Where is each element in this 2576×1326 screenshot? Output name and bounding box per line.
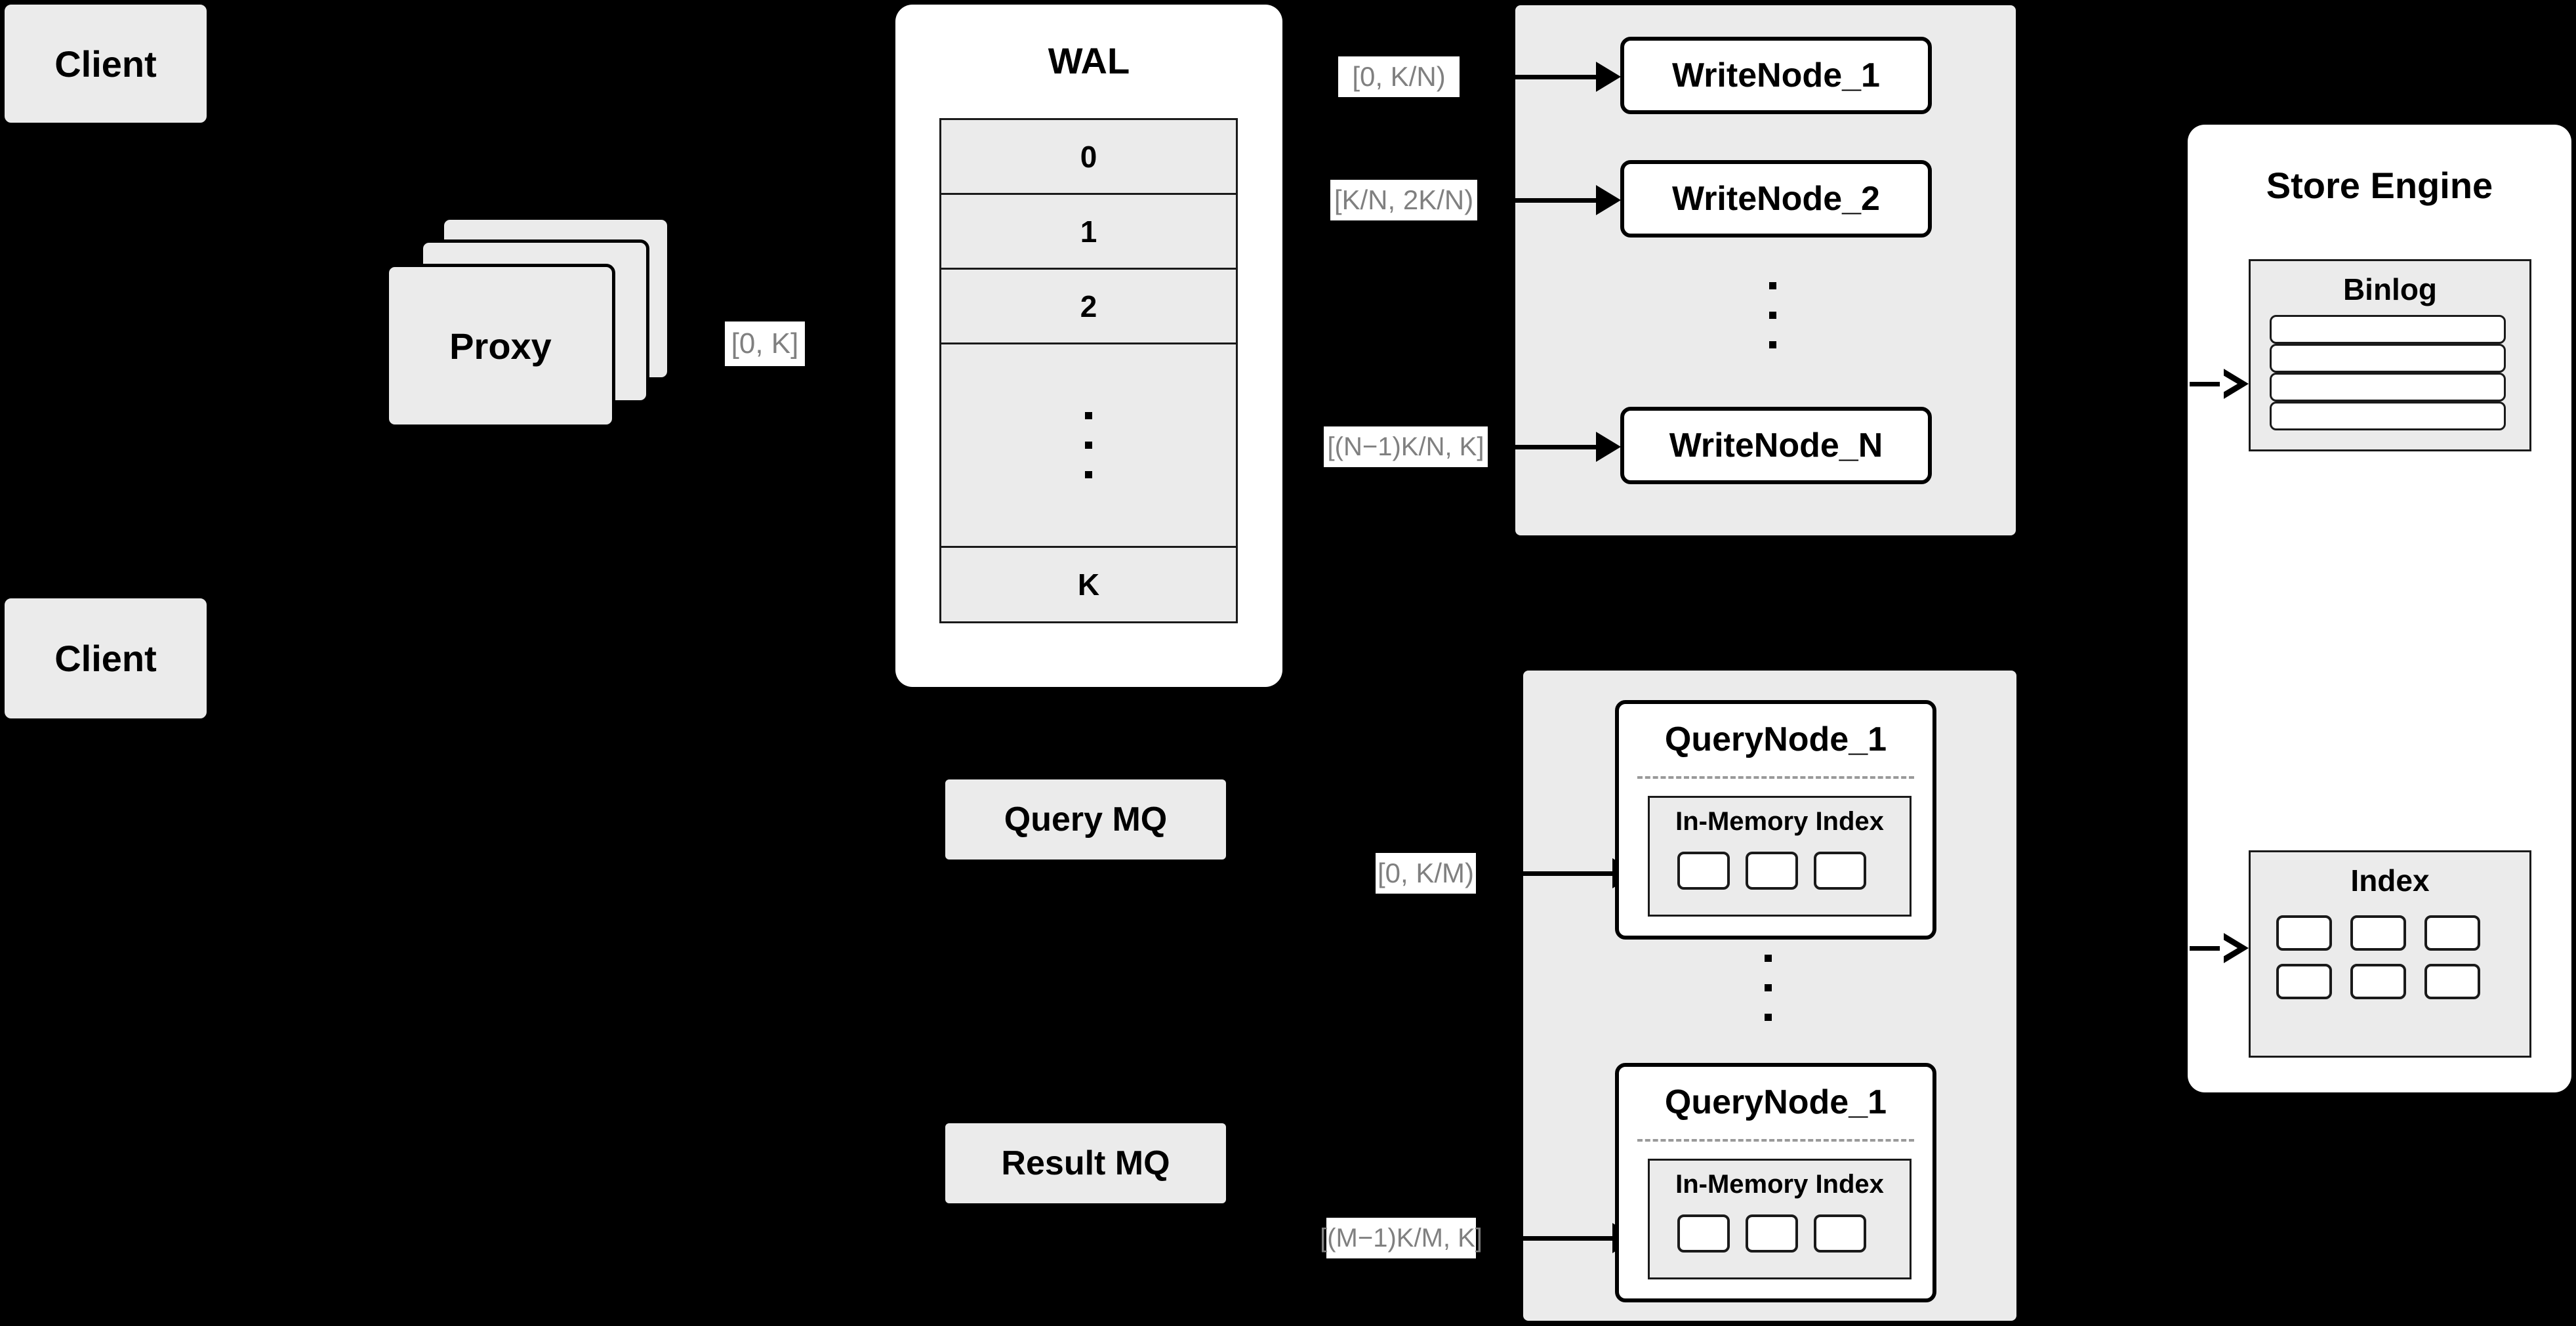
arrow-head-to-writenode-n — [1596, 432, 1621, 462]
store-engine-title: Store Engine — [2188, 164, 2571, 207]
arrow-line-to-writenode-1 — [1468, 75, 1596, 79]
index-cell[interactable] — [2276, 964, 2332, 999]
wal-entry-list: 0 1 2 K — [939, 118, 1238, 623]
query-node-m[interactable]: QueryNode_1 In-Memory Index — [1615, 1063, 1936, 1302]
wal-title-text: WAL — [1048, 40, 1130, 81]
index-cell[interactable] — [2350, 964, 2406, 999]
in-memory-index-segments — [1677, 852, 1866, 890]
result-mq-box[interactable]: Result MQ — [945, 1123, 1226, 1203]
index-segment[interactable] — [1677, 1214, 1730, 1253]
edge-label-text: [K/N, 2K/N) — [1334, 184, 1474, 215]
arrow-line-to-writenode-2 — [1484, 198, 1596, 203]
arrow-line-to-querynode-m — [1481, 1236, 1612, 1241]
binlog-row[interactable] — [2270, 315, 2506, 344]
in-memory-index-panel: In-Memory Index — [1648, 1159, 1912, 1279]
edge-label-wal-to-writenode-n: [(N−1)K/N, K] — [1324, 426, 1488, 467]
wal-row-label: 0 — [1080, 139, 1097, 174]
index-title: Index — [2350, 863, 2430, 898]
proxy-label: Proxy — [449, 325, 552, 367]
wal-row-label: 1 — [1080, 214, 1097, 249]
binlog-row[interactable] — [2270, 344, 2506, 373]
wal-row-label: 2 — [1080, 289, 1097, 323]
in-memory-index-segments — [1677, 1214, 1866, 1253]
index-segment[interactable] — [1746, 1214, 1798, 1253]
write-node-ellipsis — [1769, 282, 1776, 371]
client-box-2[interactable]: Client — [5, 598, 207, 718]
edge-label-text: [0, K] — [731, 327, 799, 360]
arrow-line-to-writenode-n — [1494, 445, 1596, 449]
write-node-label: WriteNode_1 — [1672, 56, 1880, 94]
index-segment[interactable] — [1746, 852, 1798, 890]
in-memory-index-label: In-Memory Index — [1675, 1170, 1884, 1199]
query-mq-box[interactable]: Query MQ — [945, 779, 1226, 860]
wal-row[interactable]: 0 — [941, 120, 1236, 196]
edge-label-mq-to-querynode-1: [0, K/M) — [1376, 853, 1476, 894]
query-node-separator — [1637, 1139, 1914, 1142]
edge-label-text: [0, K/M) — [1377, 858, 1475, 888]
query-node-label: QueryNode_1 — [1664, 1083, 1887, 1121]
arrow-head-to-index — [2220, 933, 2249, 963]
binlog-title: Binlog — [2342, 272, 2438, 306]
client-label: Client — [54, 638, 157, 679]
wal-row-ellipsis — [941, 344, 1236, 548]
edge-label-text: [(M−1)K/M, K] — [1320, 1224, 1482, 1253]
index-segment[interactable] — [1677, 852, 1730, 890]
in-memory-index-label: In-Memory Index — [1675, 807, 1884, 836]
result-mq-label: Result MQ — [1001, 1144, 1170, 1182]
arrow-line-to-binlog — [2190, 382, 2224, 386]
index-panel: Index — [2249, 850, 2531, 1058]
store-engine-title-text: Store Engine — [2266, 165, 2493, 206]
edge-label-wal-to-writenode-1: [0, K/N) — [1338, 56, 1460, 97]
index-cell[interactable] — [2350, 915, 2406, 951]
arrow-head-to-writenode-1 — [1596, 62, 1621, 92]
write-node-label: WriteNode_2 — [1672, 180, 1880, 218]
index-segment[interactable] — [1814, 852, 1866, 890]
client-label: Client — [54, 43, 157, 85]
index-cell-grid — [2276, 915, 2480, 999]
wal-row[interactable]: 1 — [941, 195, 1236, 270]
index-cell[interactable] — [2424, 964, 2480, 999]
write-node-n[interactable]: WriteNode_N — [1620, 407, 1932, 484]
query-node-separator — [1637, 776, 1914, 779]
query-mq-label: Query MQ — [1004, 800, 1168, 839]
in-memory-index-panel: In-Memory Index — [1648, 796, 1912, 917]
wal-row[interactable]: 2 — [941, 270, 1236, 345]
write-node-2[interactable]: WriteNode_2 — [1620, 160, 1932, 238]
wal-row[interactable]: K — [941, 548, 1236, 621]
wal-row-label: K — [1077, 567, 1100, 602]
index-cell[interactable] — [2424, 915, 2480, 951]
edge-label-text: [(N−1)K/N, K] — [1327, 432, 1484, 461]
index-segment[interactable] — [1814, 1214, 1866, 1253]
query-node-ellipsis — [1765, 955, 1772, 1043]
edge-label-text: [0, K/N) — [1352, 61, 1446, 92]
write-node-label: WriteNode_N — [1669, 426, 1883, 465]
wal-title: WAL — [895, 39, 1282, 82]
index-cell[interactable] — [2276, 915, 2332, 951]
arrow-line-to-querynode-1 — [1481, 871, 1612, 876]
edge-label-proxy-to-wal: [0, K] — [725, 321, 805, 366]
binlog-row[interactable] — [2270, 373, 2506, 402]
edge-label-mq-to-querynode-m: [(M−1)K/M, K] — [1320, 1218, 1482, 1258]
client-box-1[interactable]: Client — [5, 5, 207, 123]
binlog-row[interactable] — [2270, 402, 2506, 430]
query-node-label: QueryNode_1 — [1664, 720, 1887, 758]
write-node-1[interactable]: WriteNode_1 — [1620, 37, 1932, 114]
proxy-box[interactable]: Proxy — [386, 264, 615, 428]
arrow-head-to-writenode-2 — [1596, 185, 1621, 215]
arrow-line-to-index — [2190, 946, 2224, 951]
binlog-row-list — [2270, 315, 2506, 430]
query-node-1[interactable]: QueryNode_1 In-Memory Index — [1615, 700, 1936, 940]
arrow-head-to-binlog — [2220, 369, 2249, 399]
edge-label-wal-to-writenode-2: [K/N, 2K/N) — [1330, 180, 1477, 220]
